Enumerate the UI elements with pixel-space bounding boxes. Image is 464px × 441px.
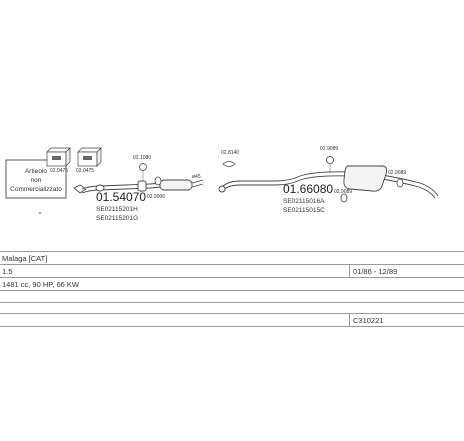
rear-part-ref-1: SE02115016A xyxy=(283,198,325,205)
dot-mark xyxy=(39,212,41,214)
accessory-box-left xyxy=(46,147,71,167)
not-sold-label-line2: non xyxy=(31,177,42,184)
not-sold-label-line1: Artieolo xyxy=(25,168,47,175)
vehicle-model: Malaga [CAT] xyxy=(2,254,48,263)
rear-hanger-top-label: 02.9089 xyxy=(320,146,338,152)
table-rule-5 xyxy=(0,302,464,303)
table-rule-3 xyxy=(0,277,464,278)
accessory-box-right xyxy=(77,147,102,167)
table-rule-2 xyxy=(0,264,464,265)
pipe-diameter-label: ø45 xyxy=(192,174,201,180)
table-divider-1 xyxy=(349,264,350,277)
rear-pipe xyxy=(218,171,439,199)
catalog-code: C310221 xyxy=(353,316,384,325)
rear-muffler xyxy=(343,165,387,192)
accessory-label-left: 02.0475 xyxy=(50,168,68,174)
table-rule-6 xyxy=(0,313,464,314)
table-rule-7 xyxy=(0,326,464,327)
mid-clamp-icon xyxy=(222,161,236,167)
front-hanger-icon xyxy=(154,176,162,186)
front-pipe xyxy=(73,179,204,194)
mid-clamp-label: 02.8140 xyxy=(221,150,239,156)
rear-part-ref-2: SE02115015C xyxy=(283,207,325,214)
table-rule-1 xyxy=(0,251,464,252)
engine-size: 1.5 xyxy=(2,267,13,276)
table-rule-4 xyxy=(0,290,464,291)
front-pipe-ref-1: SE02115201H xyxy=(96,206,138,213)
production-dates: 01/86 - 12/89 xyxy=(353,267,398,276)
rear-hanger-top-icon xyxy=(326,156,334,173)
rear-hanger-mid-label: 02.9089 xyxy=(334,189,352,195)
rear-hanger-mid-icon xyxy=(340,193,348,203)
engine-specs: 1481 cc, 90 HP, 66 KW xyxy=(2,280,79,289)
front-clamp-label: 02.1080 xyxy=(133,155,151,161)
accessory-label-right: 02.0475 xyxy=(76,168,94,174)
front-clamp-icon xyxy=(139,163,147,180)
table-divider-2 xyxy=(349,313,350,326)
front-hanger-label: 02.9006 xyxy=(147,194,165,200)
rear-part-code: 01.66080 xyxy=(283,182,333,196)
rear-hanger-right-icon xyxy=(396,178,404,188)
front-pipe-code: 01.54070 xyxy=(96,190,146,204)
not-sold-label-line3: Commercializzato xyxy=(10,186,62,193)
front-pipe-ref-2: SE02115201G xyxy=(96,215,138,222)
rear-hanger-right-label: 02.9089 xyxy=(388,170,406,176)
